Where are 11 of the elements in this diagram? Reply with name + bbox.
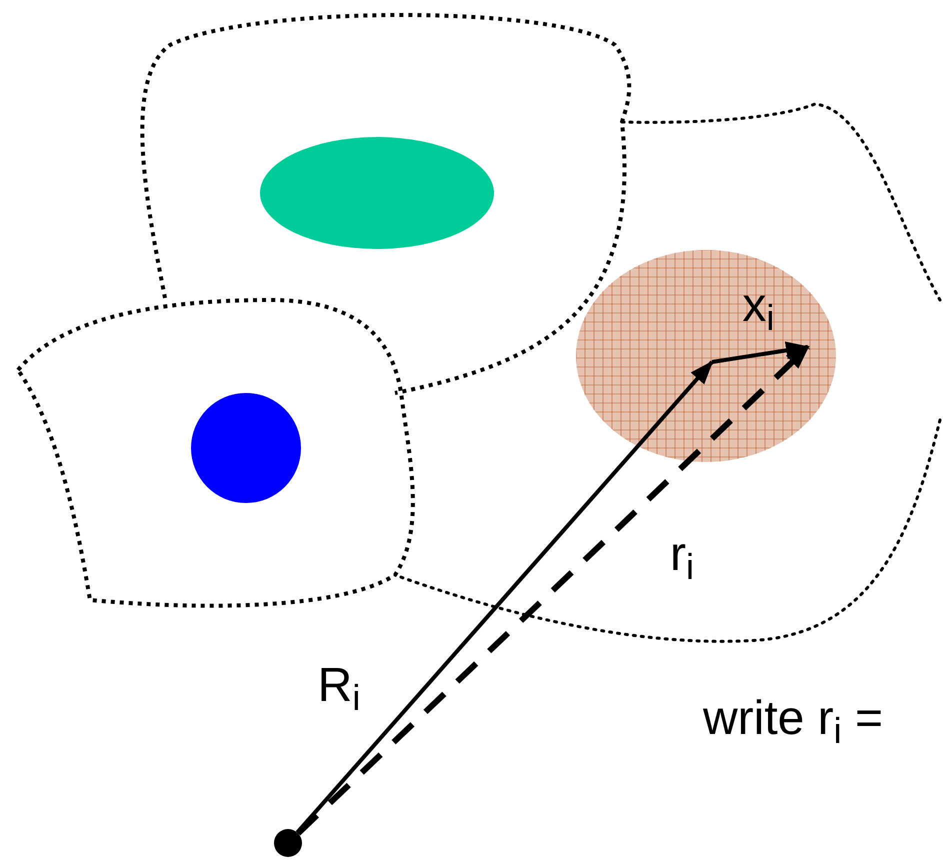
edge-label: R$_{i}$ — [318, 662, 360, 710]
nucleus-ellipse — [260, 137, 494, 249]
origin-point — [274, 829, 302, 857]
vector-arrow — [296, 360, 714, 834]
nucleus-circle — [191, 393, 301, 503]
math-label: write r$_{i}$ = — [703, 695, 884, 743]
vector-arrow — [712, 342, 810, 364]
gridded-region — [576, 250, 836, 462]
edge-label: r$_{i}$ — [670, 530, 694, 579]
vector-arrow — [296, 344, 810, 836]
edge-label: x$_{i}$ — [742, 282, 774, 330]
